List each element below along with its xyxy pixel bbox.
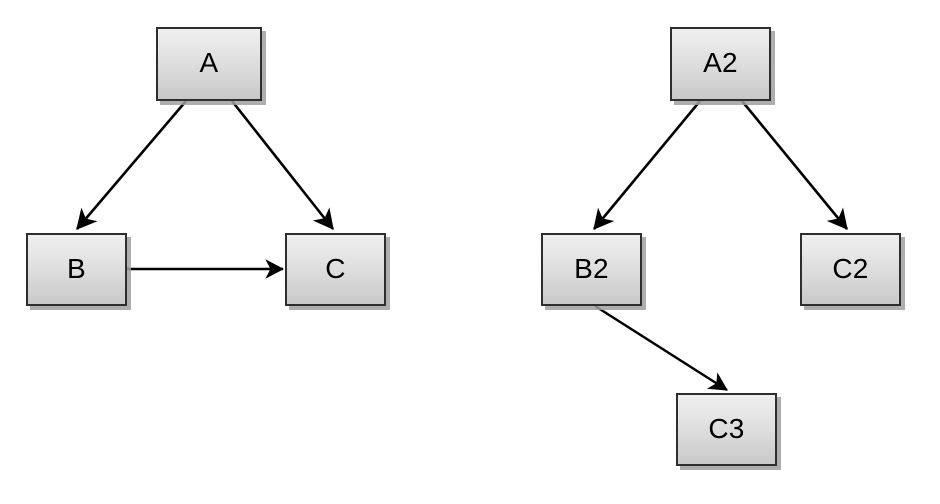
node-c-label: C — [325, 252, 346, 284]
node-b-label: B — [67, 252, 86, 284]
node-c[interactable]: C — [285, 233, 386, 306]
edge-b2-to-c3 — [594, 304, 728, 392]
node-c2-label: C2 — [832, 252, 869, 284]
edge-a2-to-c2 — [740, 100, 849, 230]
edge-a-to-b — [76, 100, 187, 230]
node-b2-label: B2 — [574, 252, 609, 284]
node-b[interactable]: B — [26, 233, 127, 306]
node-a-label: A — [199, 47, 219, 78]
edge-a-to-c — [230, 100, 335, 230]
node-b2[interactable]: B2 — [541, 233, 642, 306]
node-a[interactable]: A — [156, 27, 262, 101]
node-c3-label: C3 — [708, 412, 745, 444]
node-a2[interactable]: A2 — [670, 27, 771, 101]
edge-a2-to-b2 — [592, 100, 702, 230]
node-c2[interactable]: C2 — [800, 233, 901, 306]
node-c3[interactable]: C3 — [676, 393, 777, 466]
node-a2-label: A2 — [703, 47, 738, 78]
